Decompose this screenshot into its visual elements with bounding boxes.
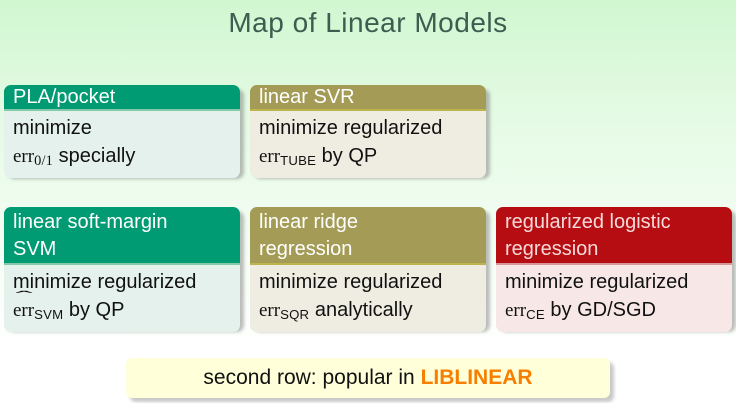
body-line1: minimize regularized [259, 271, 443, 293]
body-rest: specially [58, 145, 136, 167]
body-rest: by QP [321, 145, 378, 167]
err-subscript: TUBE [280, 152, 317, 168]
body-line1: minimize regularized [13, 271, 197, 293]
err-subscript: SVM [34, 306, 64, 322]
err-subscript: SQR [280, 306, 310, 322]
hat-accent: ˆ [14, 289, 33, 306]
page-title: Map of Linear Models [228, 7, 508, 38]
err-term: err [259, 300, 281, 321]
err-term: err [13, 146, 35, 167]
box-header-soft-margin-svm: linear soft-margin SVM [4, 207, 240, 263]
body-line1: minimize regularized [259, 117, 443, 139]
box-header-linear-svr: linear SVR [250, 85, 486, 109]
box-body-linear-svr: minimize regularized errTUBE by QP [250, 109, 486, 178]
model-box-ridge-regression: linear ridge regression minimize regular… [250, 207, 486, 332]
model-box-logistic-regression: regularized logistic regression minimize… [496, 207, 732, 332]
body-line2: errTUBE by QP [259, 142, 477, 175]
err-term: err [505, 300, 527, 321]
model-box-linear-svr: linear SVR minimize regularized errTUBE … [250, 85, 486, 178]
body-line1: minimize [13, 117, 92, 139]
body-rest: by QP [68, 299, 125, 321]
model-box-soft-margin-svm: linear soft-margin SVM minimize regulari… [4, 207, 240, 332]
model-box-pla-pocket: PLA/pocket minimize err0/1 specially [4, 85, 240, 179]
box-body-ridge-regression: minimize regularized errSQR analytically [250, 263, 486, 332]
err-term: err [259, 146, 281, 167]
box-body-pla-pocket: minimize err0/1 specially [4, 109, 240, 179]
body-line2: errSQR analytically [259, 296, 477, 329]
box-header-pla-pocket: PLA/pocket [4, 85, 240, 109]
err-subscript: CE [526, 306, 545, 322]
box-header-logistic-regression: regularized logistic regression [496, 207, 732, 263]
note-text: second row: popular in [203, 366, 415, 389]
body-rest: by GD/SGD [550, 299, 656, 321]
err-subscript: 0/1 [34, 153, 54, 170]
box-header-ridge-regression: linear ridge regression [250, 207, 486, 263]
liblinear-note: second row: popular in LIBLINEAR [126, 358, 610, 398]
body-rest: analytically [314, 299, 413, 321]
body-line2: errCE by GD/SGD [505, 296, 723, 329]
box-body-logistic-regression: minimize regularized errCE by GD/SGD [496, 263, 732, 332]
liblinear-highlight: LIBLINEAR [420, 366, 533, 389]
body-line2: err0/1 specially [13, 142, 231, 175]
body-line1: minimize regularized [505, 271, 689, 293]
